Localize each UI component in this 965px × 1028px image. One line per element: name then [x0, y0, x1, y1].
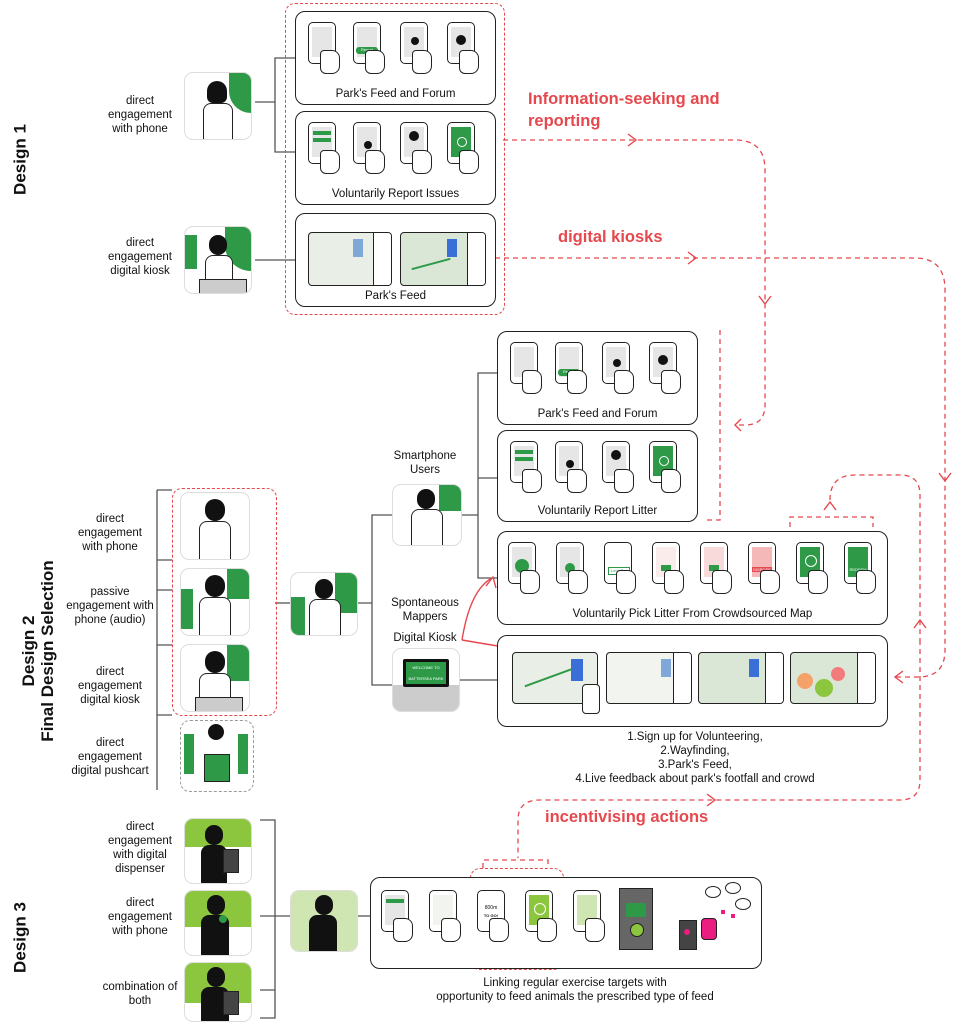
person-kiosk-thumbnail [184, 226, 252, 294]
design1-feed-forum-caption: Park's Feed and Forum [335, 88, 456, 100]
person-phone-thumbnail [184, 72, 252, 140]
design2-feed-forum-caption: Park's Feed and Forum [537, 408, 658, 420]
design3-both-label: combination of both [102, 981, 178, 1007]
pointing-hand-icon [582, 684, 600, 714]
design2-report-litter-panel: Voluntarily Report Litter [497, 430, 698, 522]
design1-kiosk-label: direct engagement digital kiosk [108, 237, 172, 277]
small-dispenser-icon [679, 920, 697, 950]
design2-person-pushcart [184, 724, 248, 786]
design2-selected-group-highlight [172, 488, 277, 716]
design1-phone-group-highlight [285, 3, 505, 315]
info-seeking-annotation: Information-seeking and reporting [528, 90, 720, 130]
design2-person-kiosk [180, 644, 250, 712]
distance-readout: 800m [484, 905, 498, 911]
design1-feed-panel: Park's Feed [295, 213, 496, 307]
design1-feed-forum-panel: Report Park's Feed and Forum [295, 11, 496, 105]
design2-feed-forum-panel: Report Park's Feed and Forum [497, 331, 698, 425]
design3-person-phone [184, 890, 252, 956]
dispose-button-mini: DISPOSE [752, 567, 772, 572]
digital-kiosk-thumbnail: WELCOME TO BATTERSEA PARK [392, 648, 460, 712]
kiosk-feature-list: 1.Sign up for Volunteering, 2.Wayfinding… [500, 730, 890, 786]
design3-exercise-panel: 800m TO GO! [370, 877, 762, 969]
kiosk-feature-2: 2.Wayfinding, [660, 745, 730, 757]
design2-title-line2: Final Design Selection [38, 560, 57, 742]
design3-person-dispenser [184, 818, 252, 884]
design2-report-litter-caption: Voluntarily Report Litter [537, 505, 658, 517]
design3-title: Design 3 [10, 902, 30, 973]
design2-combined-person [290, 572, 358, 636]
design2-pick-litter-caption: Voluntarily Pick Litter From Crowdsource… [572, 608, 813, 620]
design3-caption: Linking regular exercise targets with op… [380, 976, 770, 1004]
design3-caption-line1: Linking regular exercise targets with [483, 977, 667, 989]
design2-title-line1: Design 2 [19, 615, 38, 687]
smartphone-user-thumbnail [392, 484, 462, 546]
kiosk-feature-3: 3.Park's Feed, [658, 759, 732, 771]
design1-feed-caption: Park's Feed [365, 290, 426, 302]
design2-pushcart-unselected [180, 720, 254, 792]
design3-caption-line2: opportunity to feed animals the prescrib… [436, 991, 714, 1003]
design2-pushcart-label: direct engagement digital pushcart [71, 737, 149, 777]
design1-report-caption: Voluntarily Report Issues [331, 188, 460, 200]
birds-icon [701, 882, 751, 922]
design1-title: Design 1 [10, 124, 30, 195]
design1-report-panel: Voluntarily Report Issues [295, 111, 496, 205]
kiosk-feature-4: 4.Live feedback about park's footfall an… [575, 773, 815, 785]
feed-dispenser-icon [619, 888, 653, 950]
design3-dispenser-label: direct engagement with digital dispenser [108, 821, 172, 875]
design2-kiosk-label: direct engagement digital kiosk [78, 666, 142, 706]
to-go-readout: TO GO! [483, 913, 499, 918]
kiosk-welcome-screen: WELCOME TO BATTERSEA PARK [406, 662, 446, 684]
feed-hand-icon [701, 918, 717, 940]
design2-kiosk-panel [497, 635, 888, 727]
design2-title: Design 2 Final Design Selection [19, 551, 57, 751]
design2-pick-litter-panel: Let's Go! DISPOSE REDEEM Voluntarily Pic… [497, 531, 888, 625]
spontaneous-mappers-label: Spontaneous Mappers [391, 597, 459, 623]
smartphone-users-label: Smartphone Users [393, 450, 457, 476]
design2-person-audio [180, 568, 250, 636]
design3-person-both [184, 962, 252, 1022]
kiosk-feature-1: 1.Sign up for Volunteering, [627, 731, 763, 743]
digital-kiosks-annotation: digital kiosks [558, 228, 663, 246]
redeem-button-mini: REDEEM [848, 567, 868, 572]
design2-person-phone [180, 492, 250, 560]
design3-combined-person [290, 890, 358, 952]
design3-phone-label: direct engagement with phone [108, 897, 172, 937]
design2-phone-label: direct engagement with phone [78, 513, 142, 553]
incentivising-annotation: incentivising actions [545, 808, 709, 826]
design1-phone-label: direct engagement with phone [108, 95, 172, 135]
digital-kiosk-label: Digital Kiosk [393, 632, 457, 644]
design2-audio-label: passive engagement with phone (audio) [66, 586, 154, 626]
